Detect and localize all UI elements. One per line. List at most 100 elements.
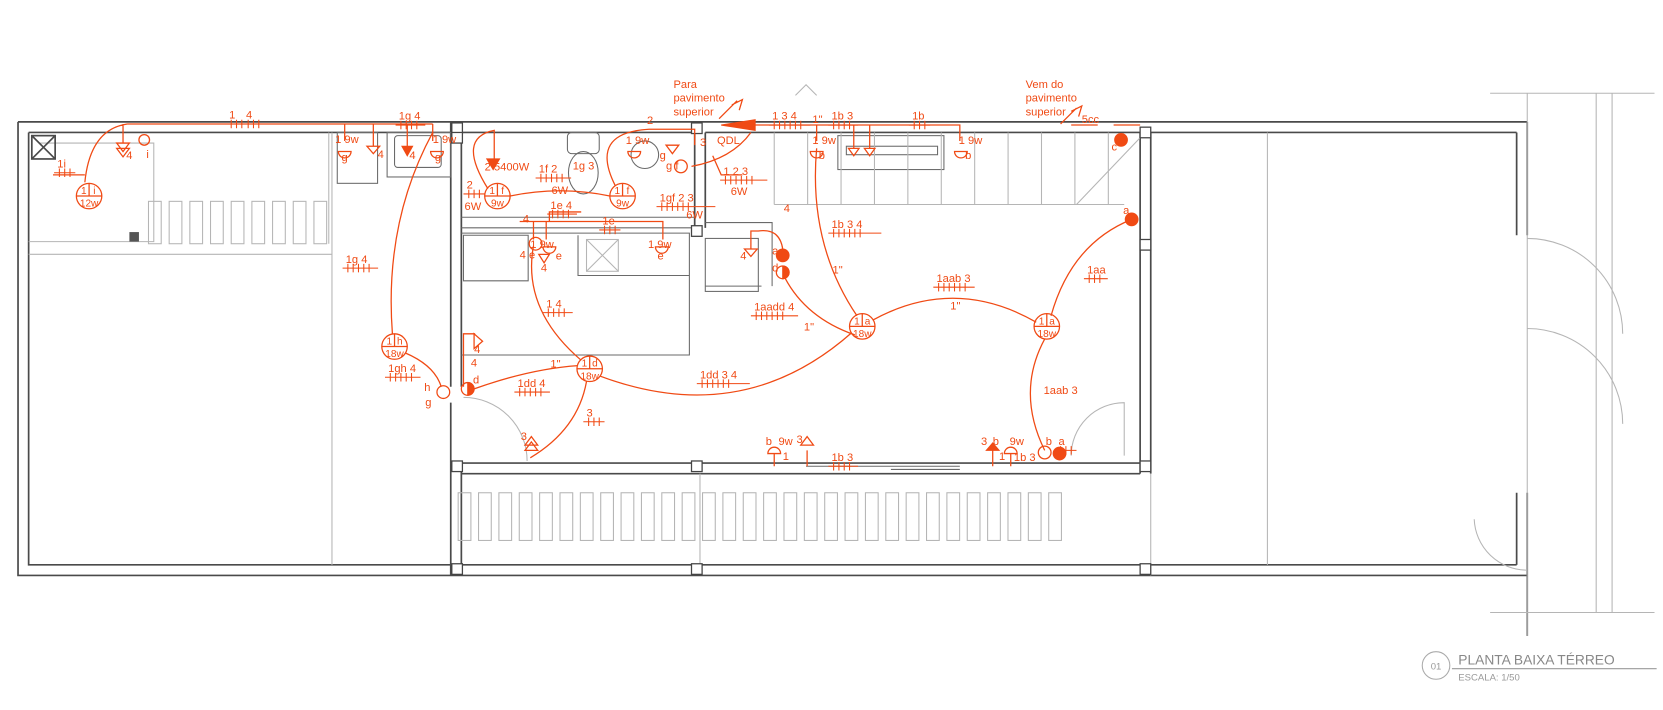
lamp-power: 9w [616,199,630,210]
columns [451,122,1152,575]
circuit-label: 1aadd 4 [754,301,794,313]
circuit-label: 1g 4 [346,254,368,266]
circuit-label: 1 9w [959,135,983,147]
circuit-label: 2 5400W [485,162,530,174]
circuit-label: 1aab 3 [936,273,970,285]
circuit-label: 4 [409,150,415,162]
circuit-label: 1 3 4 [772,111,797,123]
column [690,122,703,135]
lamps: 1 i 12w 1 f 9w 1 f 9w 1 h 18w 1 d 18w [75,182,1061,382]
stairs [773,132,1141,206]
circuit-label: 1 [229,110,235,122]
circuit-label: 1 9w [335,134,359,146]
circuit-label: 1 4 [546,298,561,310]
lamp-power: 18w [1038,329,1057,340]
lamp-power: 18w [853,329,872,340]
circuit-label: d [772,262,778,274]
paving-block [742,492,757,541]
lamp-circuit: 1 [614,186,620,197]
lamp-1d: 1 d 18w [576,355,604,382]
paving-block [272,200,286,245]
note-vem: Vem do [1026,79,1064,91]
circuit-label: 4 [246,110,252,122]
lamp-switch: f [626,186,629,197]
lamp-circuit: 1 [854,316,860,327]
circuit-label: 1 2 3 [723,166,748,178]
lamp-switch: f [501,186,504,197]
circuit-label: b [1046,436,1052,448]
lamp-switch: a [865,316,871,327]
circuit-label: 1 [999,451,1005,463]
paving-block [987,492,1001,541]
paving-block [457,492,472,541]
lamp-switch: d [592,359,598,370]
circuit-label: 1" [833,264,843,276]
lamp-circuit: 1 [386,336,392,347]
lamp-1a-a: 1 a 18w [848,313,876,340]
circuit-label: 2 [467,180,473,192]
paving-block [1048,492,1062,541]
circuit-label: g [435,152,441,164]
paving-block [661,492,676,541]
circuit-label: 6W [552,185,569,197]
circuit-label: 1 9w [626,135,650,147]
paving-block [864,492,879,541]
circuit-label: 1g 3 [573,161,595,173]
paving-block [783,492,798,541]
note-vem: superior [1026,107,1067,119]
paving-block [518,492,533,541]
paving-block [1027,492,1042,541]
paving-block [763,492,777,541]
column [690,563,703,575]
panel-label: QDL [717,135,740,147]
paving-block [209,200,224,245]
note-para: pavimento [673,93,724,105]
column [690,225,703,237]
circuit-label: 3 [981,436,987,448]
circuit-label: 9w [1010,436,1025,448]
circuit-label: e [556,251,562,263]
lamp-switch: i [93,186,95,197]
paving-block [478,492,492,541]
circuit-label: 1i [57,158,66,170]
paving-block [498,492,513,541]
paving-block [620,492,635,541]
paving-block [803,492,818,541]
circuit-label: 1b 3 [832,452,854,464]
lamp-circuit: 1 [1039,316,1045,327]
column [451,563,464,575]
circuit-label: 6W [731,186,748,198]
circuit-label: 3 [521,431,527,443]
drawing-number: 01 [1431,662,1442,673]
circuit-label: g [425,397,431,409]
paving-block [559,492,574,541]
lamp-power: 12w [80,199,99,210]
paving-block [1007,492,1022,541]
circuit-label: b [819,150,825,162]
circuit-label: b [965,150,971,162]
circuit-label: 1f 2 [539,164,558,176]
paving-block [925,492,940,541]
circuit-label: a [1058,436,1065,448]
paving-block [966,492,981,541]
paving-block [905,492,920,541]
paving-block [313,200,328,245]
paving-block [681,492,696,541]
lamp-switch: h [397,336,403,347]
circuit-label: 1e 4 [550,200,572,212]
note-para: superior [673,107,714,119]
circuit-label: 1 9w [530,239,554,251]
circuit-label: 4 [378,149,384,161]
circuit-label: b [993,436,999,448]
paving-block [640,492,655,541]
circuit-label: 1" [550,359,560,371]
paving-block [824,492,838,541]
paving-block [251,200,266,245]
lamp-1f-a: 1 f 9w [484,182,511,210]
circuit-label: g f [666,161,679,173]
column [1139,126,1152,139]
circuit-label: 1 9w [648,239,672,251]
circuit-label: e [658,251,664,263]
circuit-label: 1 9w [812,135,836,147]
column [1139,563,1152,575]
